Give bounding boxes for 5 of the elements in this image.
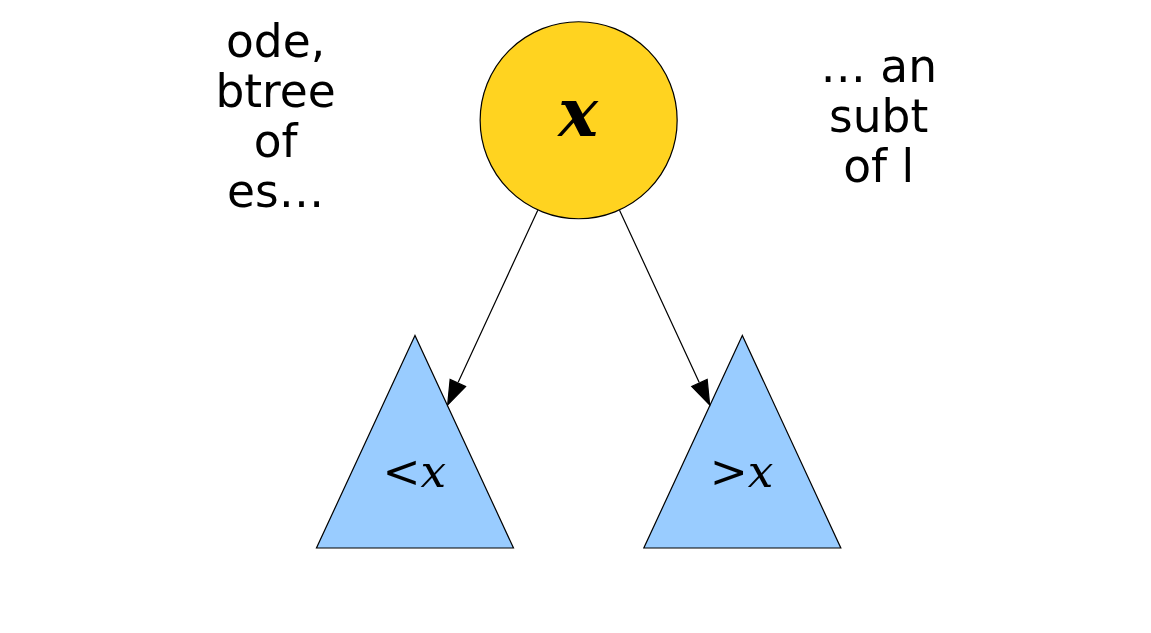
- label: ode, btree of es…: [214, 14, 336, 218]
- node-circle: x: [479, 21, 678, 220]
- arrow: [446, 209, 538, 407]
- label: … an subt of l: [819, 39, 937, 193]
- arrow: [618, 209, 710, 407]
